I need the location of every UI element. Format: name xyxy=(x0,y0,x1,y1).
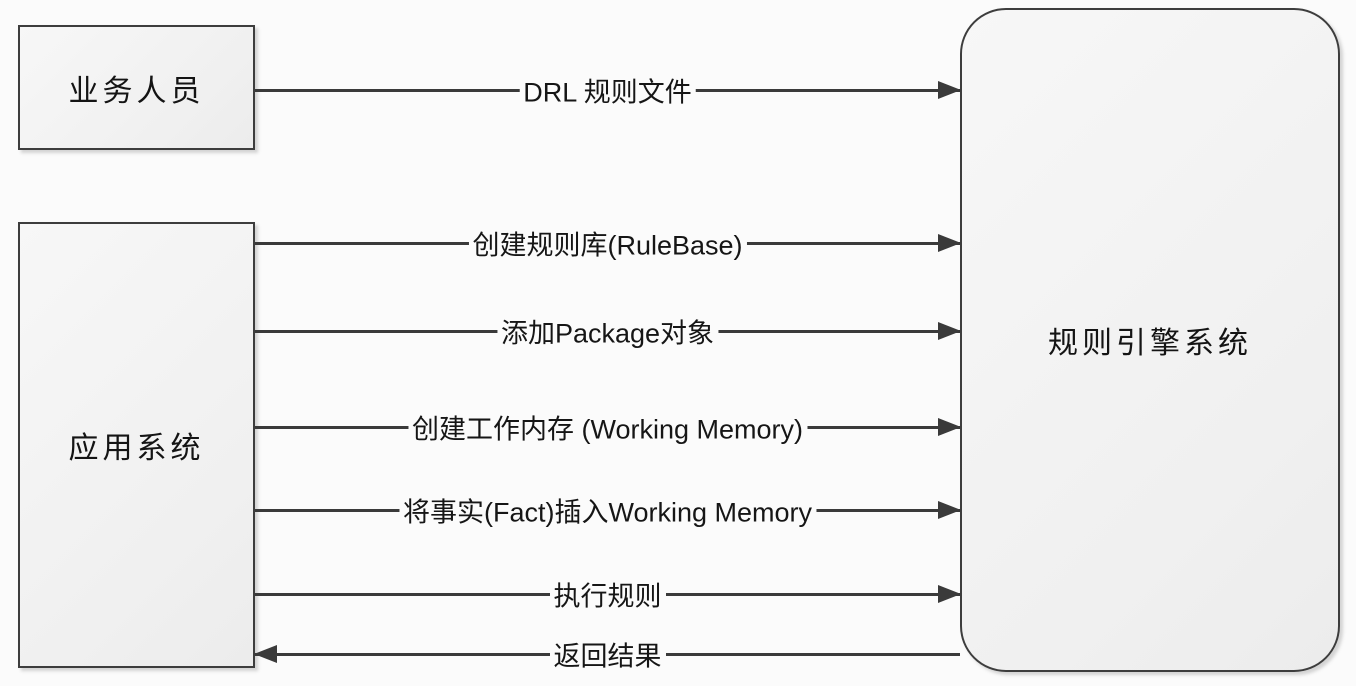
arrow-label: 创建规则库(RuleBase) xyxy=(468,223,747,263)
arrow-label: 执行规则 xyxy=(549,574,666,614)
arrow-drl-rule-file: DRL 规则文件 xyxy=(255,70,961,110)
node-rule-engine: 规则引擎系统 xyxy=(960,8,1340,672)
arrowhead-right-icon xyxy=(938,501,961,519)
node-application-system: 应用系统 xyxy=(18,222,255,668)
arrowhead-right-icon xyxy=(938,81,961,99)
node-business-user: 业务人员 xyxy=(18,25,255,150)
arrow-execute-rules: 执行规则 xyxy=(255,574,961,614)
arrow-create-rulebase: 创建规则库(RuleBase) xyxy=(255,223,961,263)
arrowhead-left-icon xyxy=(254,645,277,663)
arrow-label: 返回结果 xyxy=(549,634,666,674)
arrow-label: DRL 规则文件 xyxy=(519,70,696,110)
node-rule-engine-label: 规则引擎系统 xyxy=(1048,327,1252,360)
arrow-label: 添加Package对象 xyxy=(496,311,719,351)
arrow-label: 将事实(Fact)插入Working Memory xyxy=(398,490,817,530)
arrowhead-right-icon xyxy=(938,418,961,436)
arrow-add-package: 添加Package对象 xyxy=(255,311,961,351)
arrow-insert-fact: 将事实(Fact)插入Working Memory xyxy=(255,490,961,530)
node-application-system-label: 应用系统 xyxy=(68,432,205,465)
arrowhead-right-icon xyxy=(938,322,961,340)
arrowhead-right-icon xyxy=(938,234,961,252)
arrow-return-result: 返回结果 xyxy=(254,634,960,674)
arrowhead-right-icon xyxy=(938,585,961,603)
arrow-create-working-memory: 创建工作内存 (Working Memory) xyxy=(255,407,961,447)
node-business-user-label: 业务人员 xyxy=(68,74,205,108)
arrow-label: 创建工作内存 (Working Memory) xyxy=(407,407,808,447)
